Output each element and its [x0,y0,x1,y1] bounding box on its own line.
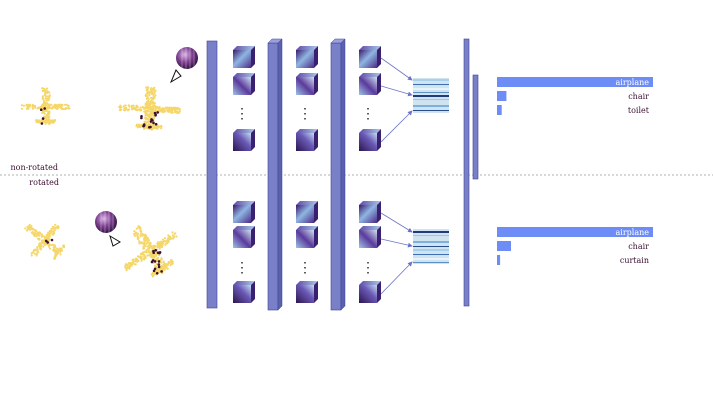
ellipsis-dots: ⋮ [298,260,312,276]
ellipsis-dots: ⋮ [361,260,375,276]
network-layers [206,38,479,311]
prediction-label: airplane [616,228,650,237]
prediction-bar [497,105,502,115]
prediction-bar [497,255,501,265]
sphere-icon [176,47,198,69]
pool-arrow [380,212,413,233]
point-cloud [118,86,181,131]
ellipsis-dots: ⋮ [235,106,249,122]
feature-cube-icon [359,73,381,95]
label-non-rotated: non-rotated [10,163,58,172]
feature-cube-icon [359,226,381,248]
feature-cube-icon [296,226,318,248]
feature-cube-icon [359,201,381,223]
layer-slab [206,40,218,309]
pooled-feature-bottom [413,229,449,264]
feature-cube-icon [233,73,255,95]
feature-cube-icon [233,226,255,248]
pool-arrow [380,57,413,81]
feature-cube-icon [359,129,381,151]
pool-arrow [380,85,413,97]
prediction-label: chair [628,242,649,251]
sphere-icon [95,211,117,233]
feature-cube-icon [296,46,318,68]
prediction-bars: airplane chair toilet airplane chair curtain [497,77,653,265]
prediction-bar [497,227,653,237]
feature-cube-icon [296,201,318,223]
ellipses: ⋮ ⋮ ⋮ ⋮ ⋮ ⋮ [235,106,375,276]
pool-arrow [380,110,413,143]
feature-cube-icon [359,281,381,303]
layer-slab [267,38,283,311]
label-rotated: rotated [29,178,59,187]
feature-cube-icon [233,129,255,151]
feature-cube-icon [296,281,318,303]
feature-cube-icon [233,201,255,223]
layer-slab [472,74,479,180]
layer-slab [330,38,346,311]
feature-cubes [233,46,381,303]
pool-arrow [380,261,413,295]
prediction-bar [497,241,511,251]
feature-cube-icon [359,46,381,68]
prediction-bar [497,77,653,87]
point-clouds [20,86,181,278]
ellipsis-dots: ⋮ [298,106,312,122]
feature-cube-icon [296,73,318,95]
eye-icon [169,69,182,84]
layer-slab [463,38,470,307]
prediction-label: airplane [616,78,650,87]
point-cloud [20,87,71,125]
ellipsis-dots: ⋮ [235,260,249,276]
feature-cube-icon [233,281,255,303]
point-cloud [124,225,178,278]
prediction-label: chair [628,92,649,101]
prediction-bar [497,91,507,101]
feature-cube-icon [233,46,255,68]
point-cloud [24,223,66,260]
prediction-label: toilet [628,106,650,115]
eye-icon [109,234,121,247]
prediction-label: curtain [620,256,649,265]
pooled-feature-top [413,78,449,113]
pool-arrows [380,57,413,295]
ellipsis-dots: ⋮ [361,106,375,122]
pool-arrow [380,238,413,248]
feature-cube-icon [296,129,318,151]
